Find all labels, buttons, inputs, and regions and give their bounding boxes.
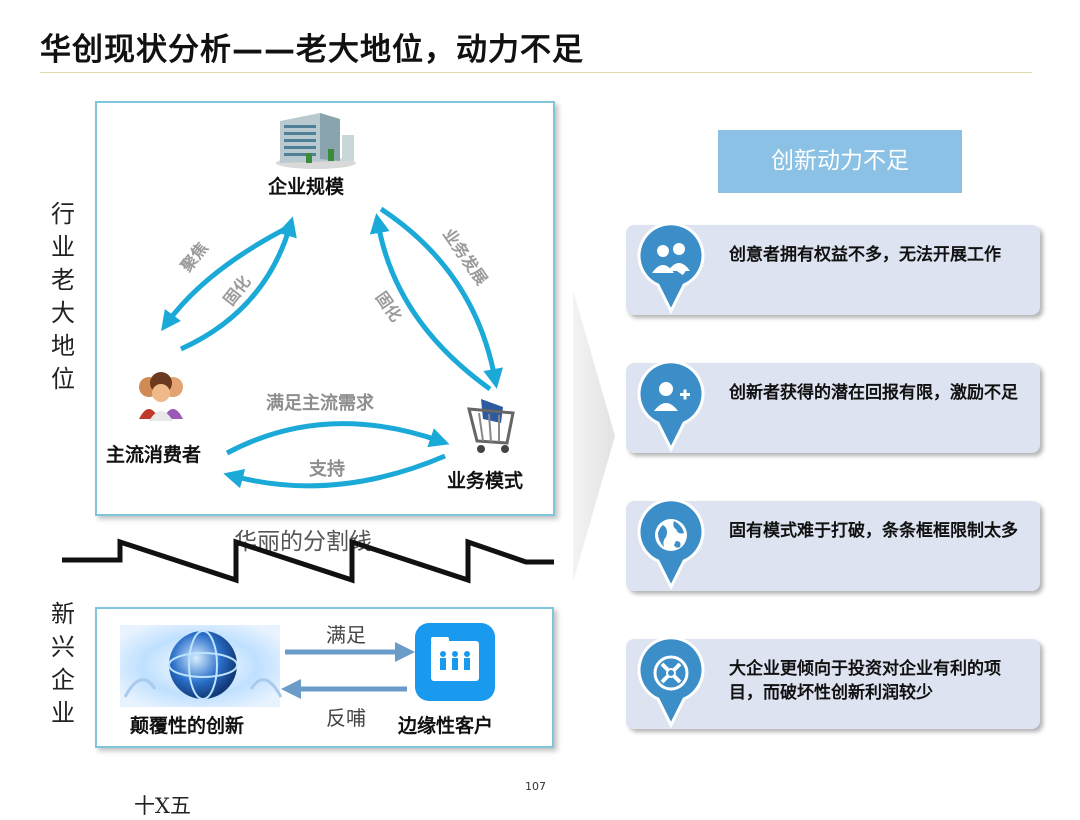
building-icon (276, 113, 356, 169)
zigzag-divider (62, 538, 554, 584)
label-satisfy: 满足 (326, 623, 366, 647)
card-big-enterprise: 大企业更倾向于投资对企业有利的项目，而破坏性创新利润较少 (626, 637, 1040, 729)
right-chevron-arrow (573, 290, 615, 582)
bottom-partial-text: 十X五 (134, 794, 191, 818)
label-satisfy-mainstream: 满足主流需求 (266, 393, 374, 414)
label-develop: 业务发展 (439, 225, 492, 289)
card-text-4: 大企业更倾向于投资对企业有利的项目，而破坏性创新利润较少 (729, 659, 1001, 703)
card-innovator-returns: 创新者获得的潜在回报有限，激励不足 (626, 361, 1040, 453)
node-business-model: 业务模式 (447, 470, 524, 492)
arrow-satisfy-mainstream (225, 421, 450, 456)
label-disruptive-innovation: 颠覆性的创新 (130, 715, 245, 737)
arrow-solidify-right (369, 213, 492, 392)
title-underline (40, 72, 1032, 73)
consumers-icon (139, 372, 183, 421)
label-support: 支持 (309, 459, 345, 480)
card-text-2: 创新者获得的潜在回报有限，激励不足 (729, 383, 1018, 403)
card-creator-rights: 创意者拥有权益不多，无法开展工作 (626, 223, 1040, 315)
arrow-develop (379, 206, 504, 389)
page-title: 华创现状分析——老大地位，动力不足 (40, 32, 584, 68)
card-fixed-patterns: 固有模式难于打破，条条框框限制太多 (626, 499, 1040, 591)
disruptive-innovation-image (120, 625, 283, 707)
shopping-cart-icon (467, 399, 515, 453)
label-feedback: 反哺 (326, 706, 366, 730)
add-user-icon (637, 361, 705, 453)
arrow-support (223, 453, 446, 489)
card-text-1: 创意者拥有权益不多，无法开展工作 (729, 245, 1001, 265)
label-focus: 聚焦 (176, 239, 211, 277)
edge-customers-icon (415, 623, 495, 701)
node-mainstream-consumers: 主流消费者 (106, 444, 202, 466)
tools-icon (637, 637, 705, 729)
cycle-arrows: 聚焦 固化 业务发展 固化 (139, 113, 515, 489)
globe-icon (637, 499, 705, 591)
node-enterprise-scale: 企业规模 (268, 176, 345, 198)
arrow-focus (161, 226, 287, 332)
vertical-label-industry-leader: 行业老大地位 (51, 200, 75, 393)
emerging-diagram (120, 623, 495, 707)
innovation-header: 创新动力不足 (718, 130, 962, 193)
vertical-label-emerging: 新兴企业 (51, 600, 75, 727)
page-number: 107 (525, 780, 546, 793)
users-tag-icon (637, 223, 705, 315)
card-text-3: 固有模式难于打破，条条框框限制太多 (729, 521, 1018, 541)
arrow-solidify-left (179, 216, 297, 352)
label-edge-customers: 边缘性客户 (398, 715, 494, 737)
